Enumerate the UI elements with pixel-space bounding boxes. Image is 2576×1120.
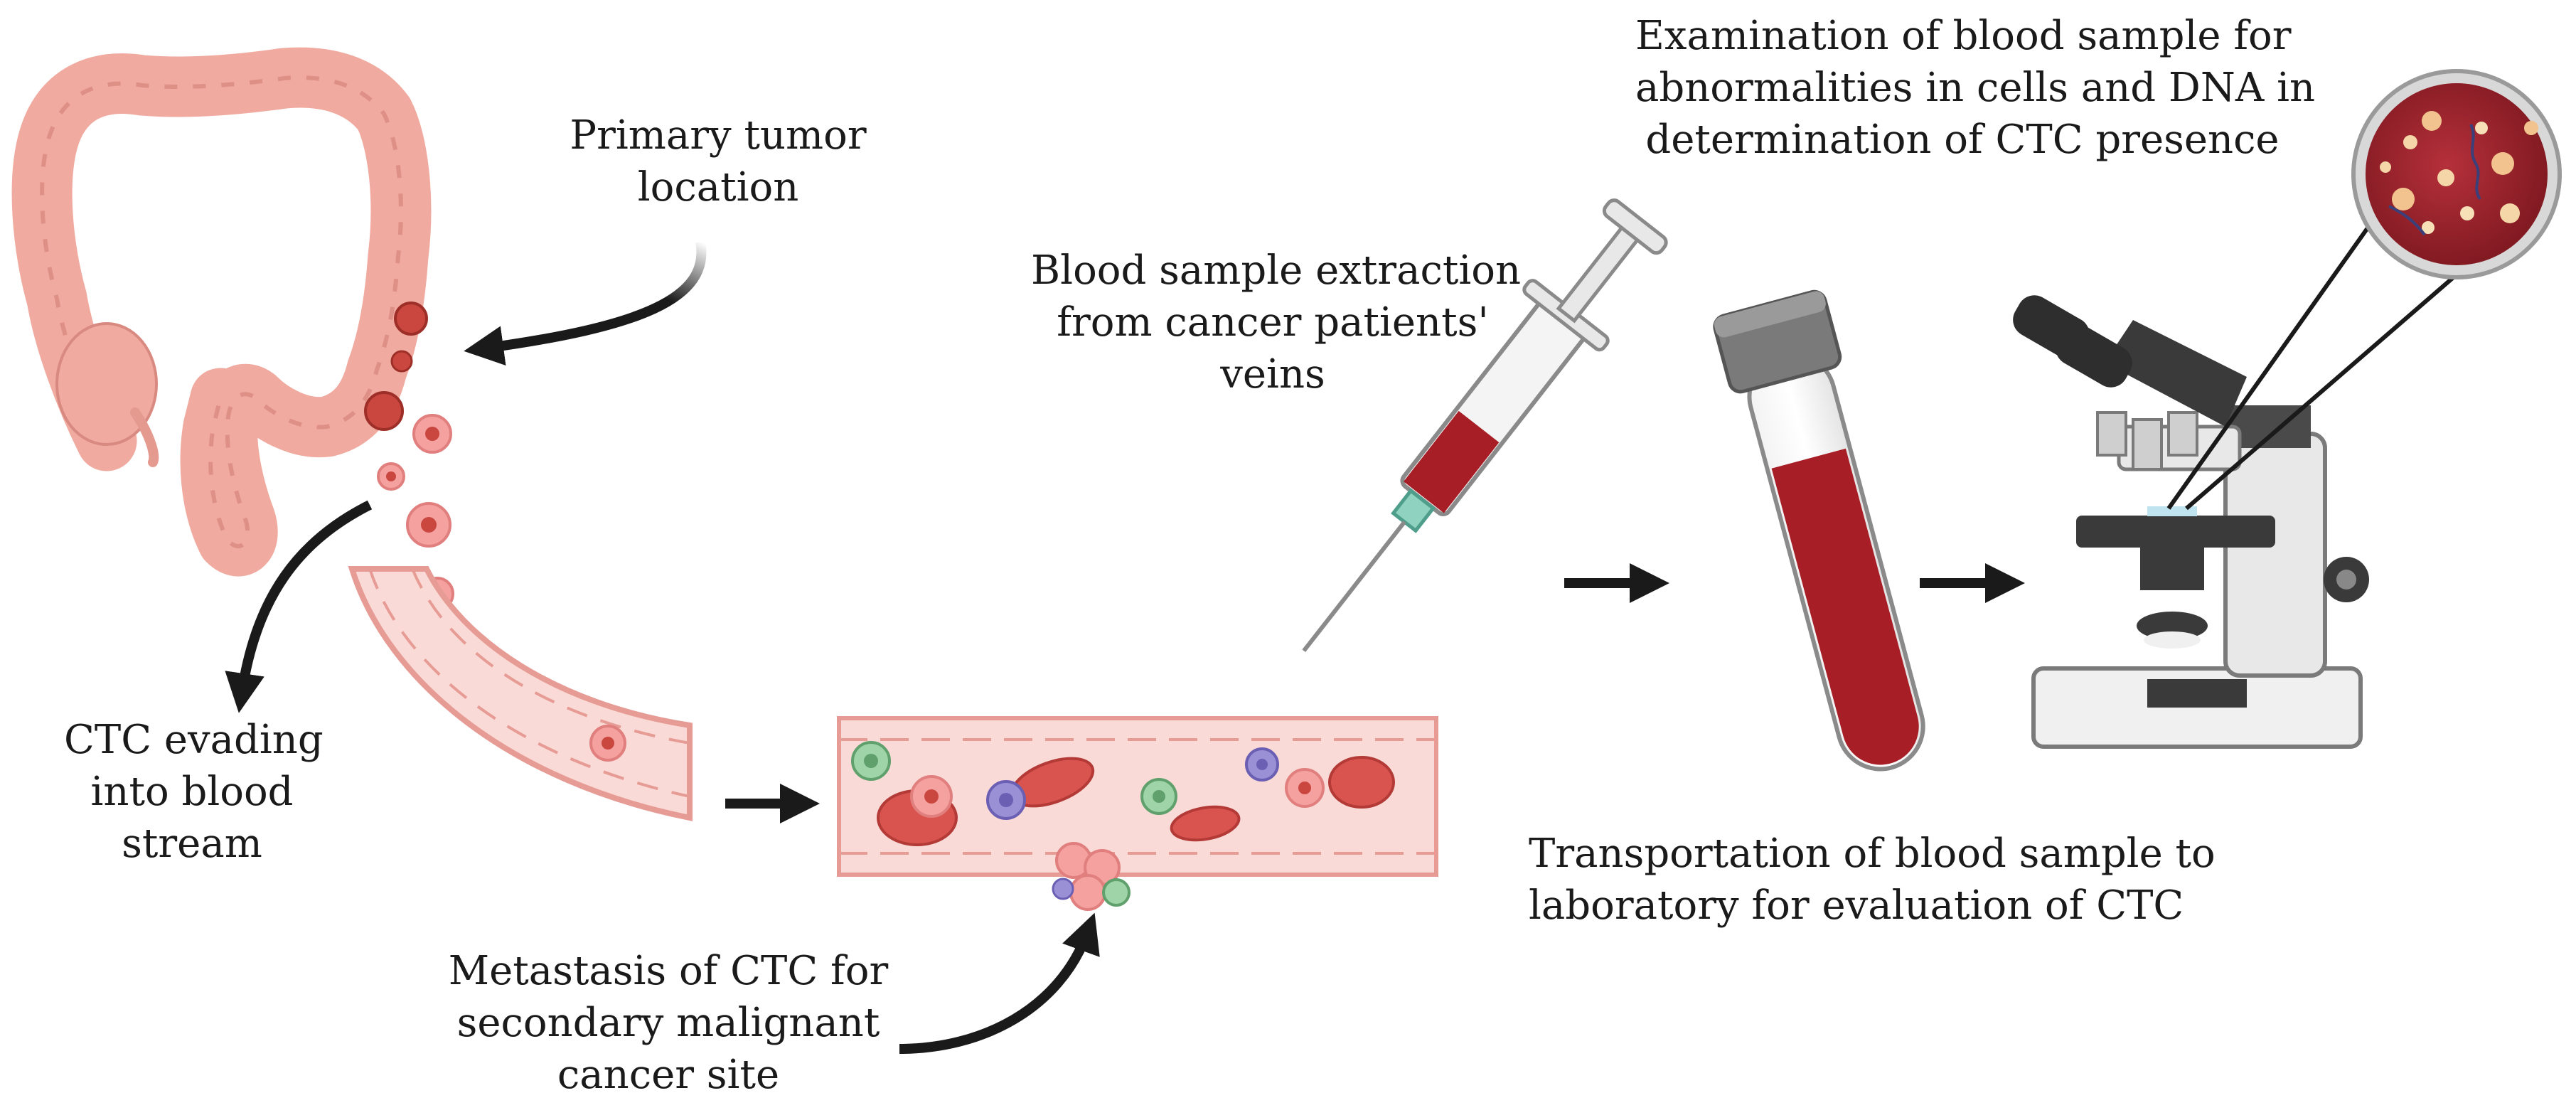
label-metastasis: Metastasis of CTC for secondary malignan…	[448, 948, 889, 1098]
label-primary-tumor: Primary tumor location	[570, 112, 867, 210]
arrow-to-metastasis	[899, 912, 1100, 1054]
metastasis-cluster	[1052, 842, 1131, 911]
zoom-line-left	[2166, 176, 2405, 510]
syringe-icon	[1302, 198, 1668, 653]
label-transportation: Transportation of blood sample to labora…	[1529, 831, 2216, 929]
zoom-line-right	[2185, 233, 2504, 511]
curved-blood-vessel-icon	[348, 566, 693, 821]
colon-icon	[11, 47, 432, 577]
arrow-to-tumor	[464, 240, 707, 366]
blood-vessel-icon	[837, 716, 1438, 911]
microscope-icon	[2013, 295, 2369, 749]
arrow-to-bloodstream	[225, 500, 373, 713]
label-blood-extraction: Blood sample extraction from cancer pati…	[1031, 247, 1522, 398]
label-ctc-evading: CTC evading into blood stream	[64, 717, 324, 867]
blood-tube-icon	[1713, 289, 1925, 772]
petri-dish-icon	[2351, 69, 2562, 279]
label-examination: Examination of blood sample for abnormal…	[1635, 13, 2316, 163]
